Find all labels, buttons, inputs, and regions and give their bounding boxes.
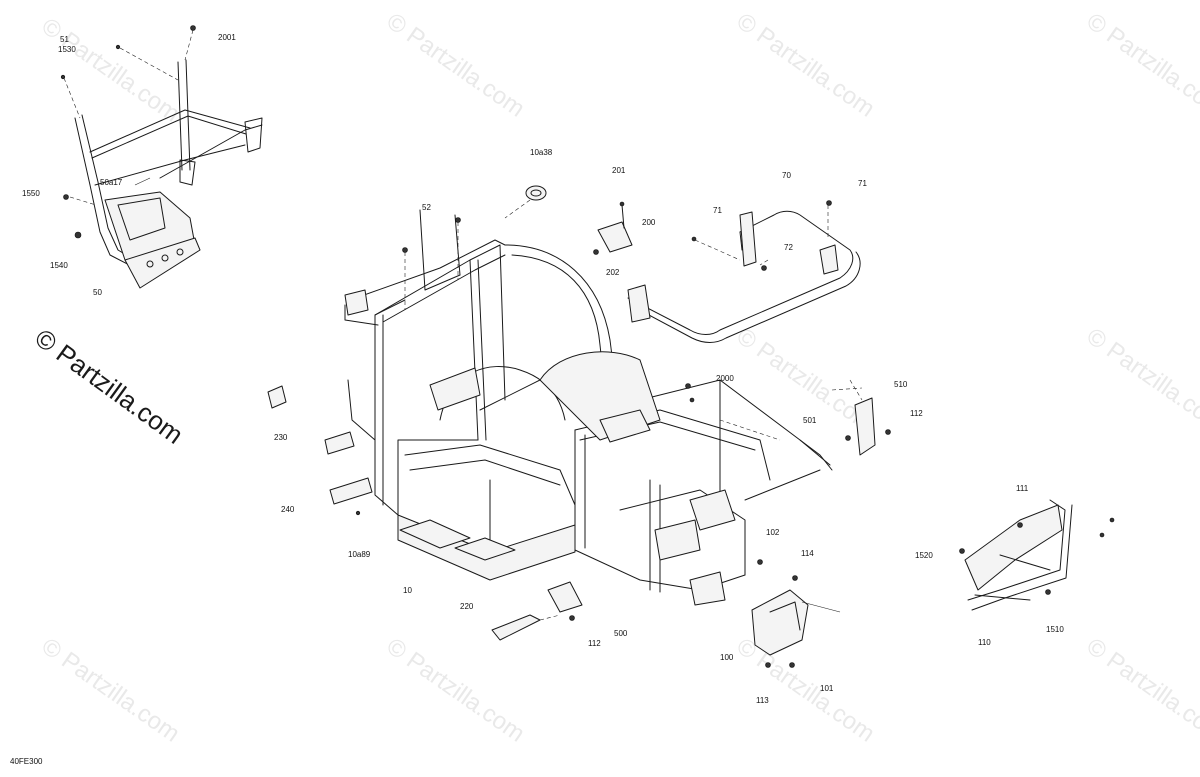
diagram-code: 40FE300 — [10, 757, 43, 766]
watermark: © Partzilla.com — [1082, 633, 1200, 748]
callout: 501 — [803, 416, 817, 425]
callout: 201 — [612, 166, 626, 175]
callout: 10a89 — [348, 550, 371, 559]
callout: 240 — [281, 505, 295, 514]
watermark: © Partzilla.com — [732, 633, 880, 748]
front-subframe-part-50[interactable] — [74, 59, 263, 289]
callout: 1520 — [915, 551, 933, 560]
callout: 50 — [93, 288, 102, 297]
callout: 1510 — [1046, 625, 1064, 634]
bracket-part-100[interactable] — [751, 559, 841, 668]
callout: 113 — [756, 696, 769, 705]
watermark: © Partzilla.com — [732, 8, 880, 123]
misc-leaders — [685, 383, 863, 441]
callout: 1530 — [58, 45, 76, 54]
bracket-part-200[interactable] — [593, 201, 633, 255]
rear-bumper-part-70[interactable] — [627, 210, 861, 343]
callout: 111 — [1016, 484, 1029, 493]
bracket-part-500[interactable] — [547, 581, 583, 621]
watermark: © Partzilla.com — [37, 633, 185, 748]
callout: 1550 — [22, 189, 40, 198]
watermark-main: © Partzilla.com — [29, 323, 188, 450]
front-bumper-part-110[interactable] — [959, 499, 1115, 611]
watermark: © Partzilla.com — [382, 8, 530, 123]
callout: 114 — [801, 549, 814, 558]
callout: 10a38 — [530, 148, 553, 157]
callout: 51 — [60, 35, 69, 44]
watermark: © Partzilla.com — [37, 13, 185, 128]
callout: 101 — [820, 684, 834, 693]
callout-labels: 51 1530 2001 50a17 1550 1540 50 10a38 52… — [22, 33, 1064, 705]
callout: 50a17 — [100, 178, 123, 187]
fasteners-bumper — [691, 200, 832, 271]
fasteners-front-subframe — [60, 25, 196, 239]
callout: 100 — [720, 653, 734, 662]
callout: 112 — [910, 409, 923, 418]
callout: 220 — [460, 602, 474, 611]
callout: 112 — [588, 639, 601, 648]
callout: 202 — [606, 268, 620, 277]
watermark: © Partzilla.com — [382, 633, 530, 748]
callout: 510 — [894, 380, 908, 389]
bracket-part-510[interactable] — [845, 379, 891, 456]
pad-part-230[interactable] — [267, 385, 355, 455]
pad-part-240[interactable] — [329, 477, 373, 516]
watermark: © Partzilla.com — [1082, 8, 1200, 123]
callout: 2000 — [716, 374, 734, 383]
callout: 10 — [403, 586, 412, 595]
callout: 110 — [978, 638, 991, 647]
callout: 2001 — [218, 33, 236, 42]
bracket-part-220[interactable] — [491, 614, 561, 641]
callout: 230 — [274, 433, 288, 442]
watermark: © Partzilla.com — [1082, 323, 1200, 438]
main-frame-part-10[interactable] — [344, 209, 833, 606]
callout: 200 — [642, 218, 656, 227]
callout: 72 — [784, 243, 793, 252]
nuts-part-52 — [402, 217, 461, 310]
callout: 52 — [422, 203, 431, 212]
callout: 71 — [713, 206, 722, 215]
cap-part-10a38[interactable] — [504, 185, 547, 219]
callout: 500 — [614, 629, 628, 638]
callout: 70 — [782, 171, 791, 180]
callout: 71 — [858, 179, 867, 188]
callout: 1540 — [50, 261, 68, 270]
callout: 102 — [766, 528, 780, 537]
